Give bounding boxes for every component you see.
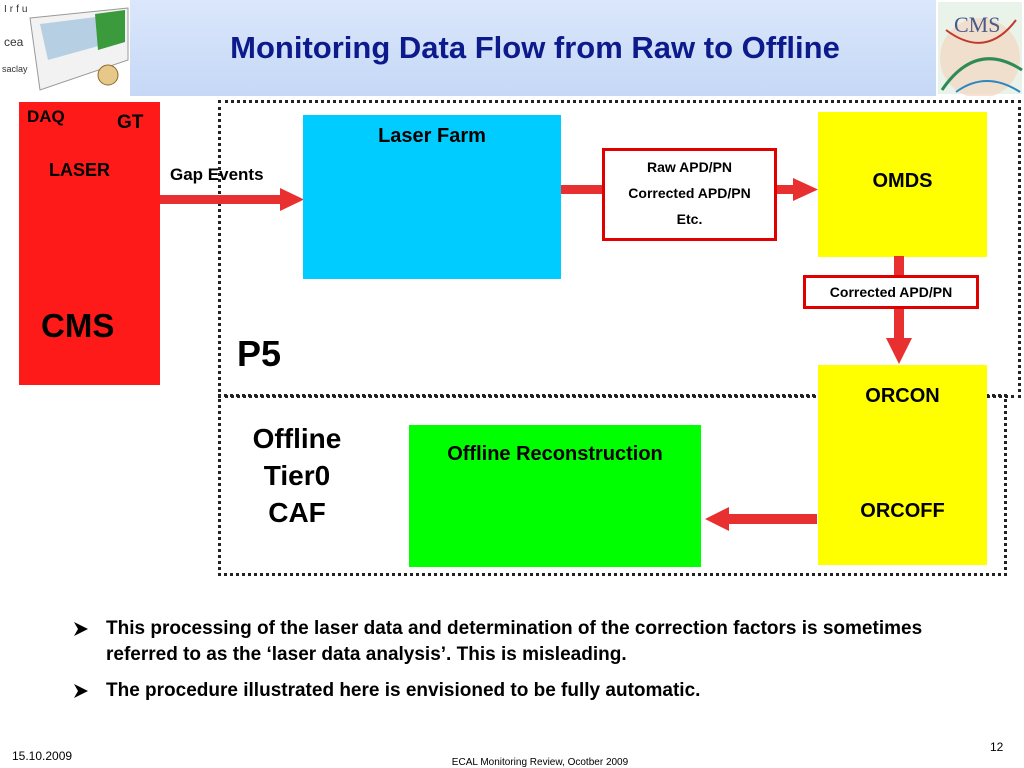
arrow-bullet-icon [72,678,92,708]
svg-text:cea: cea [4,35,24,49]
offline-tier0-caf-label: Offline Tier0 CAF [232,420,362,531]
cms-label: CMS [41,307,115,344]
p5-label: P5 [237,333,282,374]
laser-farm-label: Laser Farm [378,125,486,147]
bullet-list: This processing of the laser data and de… [72,616,972,708]
caf-text: CAF [268,497,326,528]
cms-box: DAQ GT LASER CMS [19,102,160,385]
offline-reconstruction-box: Offline Reconstruction [409,425,701,567]
tier0-text: Tier0 [263,460,331,491]
svg-text:saclay: saclay [2,64,28,74]
offline-region [218,394,1007,576]
laser-farm-box: Laser Farm [303,115,561,279]
etc-text: Etc. [676,211,703,227]
raw-data-box: Raw APD/PN Corrected APD/PN Etc. [602,148,777,241]
bullet-item: This processing of the laser data and de… [72,616,972,668]
daq-label: DAQ [27,107,65,126]
gt-label: GT [117,112,144,133]
page-title: Monitoring Data Flow from Raw to Offline [230,30,840,65]
gap-events-arrow [160,188,304,217]
gap-events-label: Gap Events [170,165,264,184]
omds-label: OMDS [872,170,933,192]
svg-text:Irfu: Irfu [4,4,30,15]
corrected-apd-pn-label: Corrected APD/PN [829,284,953,300]
cms-logo-text: CMS [954,12,1000,37]
footer-center-text: ECAL Monitoring Review, Ocotber 2009 [451,757,629,768]
omds-to-orcon-arrow [885,256,913,371]
irfu-logo: Irfu cea saclay [0,0,130,96]
cms-logo: CMS [936,0,1024,98]
orcoff-to-offline-arrow [705,507,817,536]
corrected-apd-pn-box: Corrected APD/PN [803,275,979,309]
header-band [0,0,1024,96]
offline-reconstruction-label: Offline Reconstruction [447,443,663,465]
orcoff-label: ORCOFF [860,500,945,522]
arrow-bullet-icon [72,616,92,668]
corrected-apd-pn-text: Corrected APD/PN [628,185,751,201]
page-number: 12 [990,740,1004,754]
bullet-text: This processing of the laser data and de… [106,618,923,665]
footer-date: 15.10.2009 [12,749,73,763]
omds-box: OMDS [818,112,987,257]
bullet-text: The procedure illustrated here is envisi… [106,680,701,701]
offline-text: Offline [252,423,342,454]
laser-label: LASER [49,160,111,180]
bullet-item: The procedure illustrated here is envisi… [72,678,972,708]
orcon-orcoff-box: ORCON ORCOFF [818,365,987,565]
raw-apd-pn-text: Raw APD/PN [646,159,733,175]
orcon-label: ORCON [865,385,940,407]
